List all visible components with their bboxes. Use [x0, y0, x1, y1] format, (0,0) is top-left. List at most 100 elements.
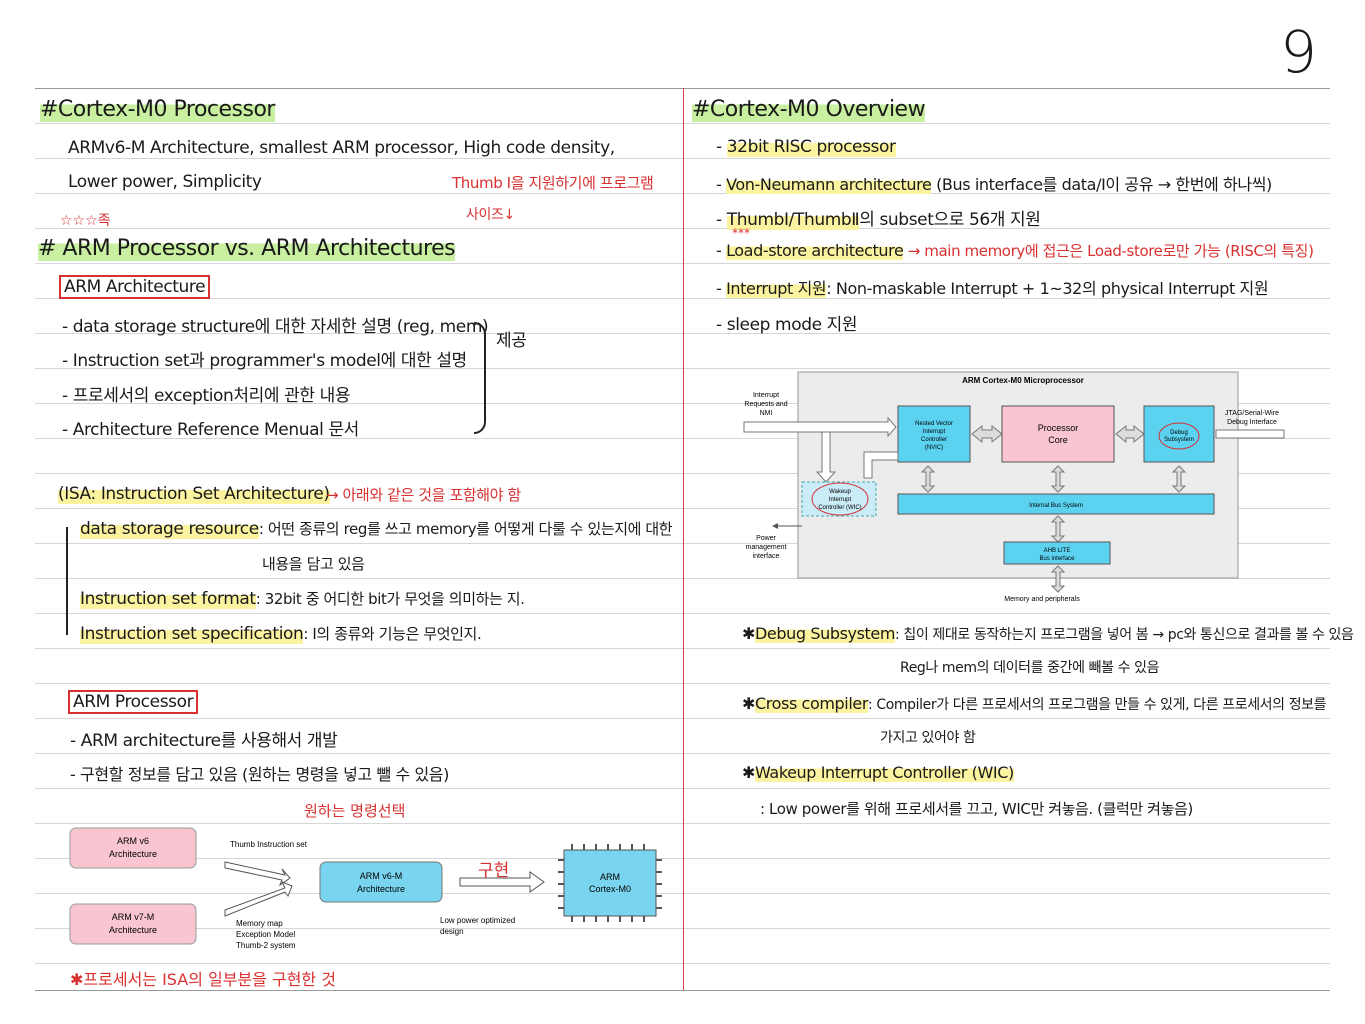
isa-title: (ISA: Instruction Set Architecture) — [58, 484, 330, 504]
intro-line-2: Lower power, Simplicity — [68, 172, 262, 192]
debug-label-1: Debug — [1170, 430, 1188, 436]
processor-core-box — [1001, 405, 1115, 463]
overview-item-3: - ThumbⅠ/ThumbⅡ의 subset으로 56개 지원 — [716, 210, 1041, 230]
mem-label-3: Thumb-2 system — [236, 941, 296, 950]
ruled-line — [35, 543, 1330, 544]
memory-label: Memory and peripherals — [1004, 596, 1080, 603]
arch-diagram: ARM v6 Architecture ARM v7-M Architectur… — [69, 827, 662, 950]
nvic-bus-arrow — [920, 465, 936, 493]
arm-v6m-box — [319, 861, 443, 903]
debug-label-2: Subsystem — [1164, 437, 1194, 443]
arch-brace — [474, 322, 486, 434]
cortex-m0-block-diagram: ARM Cortex-M0 Microprocessor Interrupt R… — [743, 371, 1285, 603]
arm-v6m-label2: Architecture — [357, 884, 405, 894]
arm-v6-label2: Architecture — [109, 849, 157, 859]
ruled-line — [35, 298, 1330, 299]
mem-label-1: Memory map — [236, 919, 283, 928]
arm-v7m-label2: Architecture — [109, 925, 157, 935]
debug-circle — [1158, 422, 1200, 450]
nvic-label-1: Nested Vector — [915, 421, 953, 427]
ahb-label-1: AHB LITE — [1044, 548, 1071, 554]
arch-item-2: - Instruction set과 programmer's model에 대… — [62, 351, 467, 371]
ruled-line — [35, 788, 1330, 789]
power-label-1: Power — [756, 535, 777, 542]
core-label-1: Processor — [1038, 423, 1079, 433]
top-rule — [35, 88, 1330, 89]
ruled-line — [35, 403, 1330, 404]
arch-item-3: - 프로세서의 exception처리에 관한 내용 — [62, 386, 351, 406]
ruled-line — [35, 508, 1330, 509]
overview-item-2: - Von-Neumann architecture (Bus interfac… — [716, 175, 1272, 194]
arm-v6-box — [69, 827, 197, 869]
section-title-overview: #Cortex-M0 Overview — [692, 97, 926, 122]
center-divider — [683, 88, 684, 990]
star-note: ☆☆☆족 — [60, 213, 111, 229]
wic-label-2: Interrupt — [829, 497, 852, 503]
wic-label-1: Wakeup — [829, 489, 851, 495]
ruled-line — [35, 123, 1330, 124]
ruled-line — [35, 193, 1330, 194]
jtag-label-1: JTAG/Serial-Wire — [1225, 410, 1279, 417]
overview-item-6: - sleep mode 지원 — [716, 315, 858, 335]
ruled-line — [35, 893, 1330, 894]
overview-item-1: - 32bit RISC processor — [716, 137, 896, 157]
section-title-cortex-m0: #Cortex-M0 Processor — [40, 97, 275, 122]
ruled-line — [35, 963, 1330, 964]
power-label-2: management — [746, 544, 787, 551]
ruled-line — [35, 158, 1330, 159]
proc-box-label: ARM Processor — [68, 690, 199, 714]
internal-bus-label: Internal Bus System — [1029, 503, 1083, 509]
ruled-line — [35, 613, 1330, 614]
cortex-m0-label2: Cortex-M0 — [589, 884, 631, 894]
arch-item-4: - Architecture Reference Menual 문서 — [62, 420, 359, 440]
arm-v7m-box — [69, 903, 197, 945]
core-bus-arrow — [1050, 465, 1066, 493]
cortex-m0-label: ARM — [600, 872, 620, 882]
arch-box-label: ARM Architecture — [59, 275, 211, 299]
section-title-processor-vs-arch: # ARM Processor vs. ARM Architectures — [38, 236, 456, 261]
proc-item-2: - 구현할 정보를 담고 있음 (원하는 명령을 넣고 뺄 수 있음) — [70, 765, 449, 784]
overview-item-4: - Load-store architecture → main memory에… — [716, 241, 1314, 260]
power-label-3: interface — [753, 553, 780, 560]
overview-stars: *** — [732, 226, 750, 240]
note-debug-cont: Reg나 mem의 데이터를 중간에 빼볼 수 있음 — [900, 660, 1160, 676]
bottom-rule — [35, 990, 1330, 991]
arch-brace-label: 제공 — [496, 331, 527, 351]
proc-item-1: - ARM architecture를 사용해서 개발 — [70, 731, 338, 751]
ruled-line — [35, 263, 1330, 264]
irq-label-1: Interrupt — [753, 392, 779, 399]
arm-v7m-label: ARM v7-M — [112, 912, 155, 922]
power-arrowhead — [772, 523, 778, 529]
ruled-line — [35, 683, 1330, 684]
wic-label-3: Controller (WIC) — [818, 505, 861, 511]
mem-arrow — [224, 881, 293, 917]
isa-item-2: Instruction set format: 32bit 중 어디한 bit가… — [80, 589, 525, 609]
isa-item-3: Instruction set specification: Ⅰ의 종류와 기능… — [80, 624, 482, 644]
note-wic-desc: : Low power를 위해 프로세서를 끄고, WIC만 켜놓음. (클럭만… — [760, 800, 1193, 818]
debug-subsystem-box — [1143, 405, 1215, 463]
nvic-label-3: Controller — [921, 437, 947, 443]
nvic-to-wic-line — [863, 451, 899, 479]
footer-note: ✱프로세서는 ISA의 일부분을 구현한 것 — [70, 970, 336, 989]
ruled-line — [35, 333, 1330, 334]
note-debug: ✱Debug Subsystem: 칩이 제대로 동작하는지 프로그램을 넣어 … — [742, 624, 1354, 643]
arm-v6-label: ARM v6 — [117, 836, 149, 846]
microprocessor-title: ARM Cortex-M0 Microprocessor — [962, 376, 1084, 385]
ruled-line — [35, 753, 1330, 754]
overview-item-5: - Interrupt 지원: Non-maskable Interrupt +… — [716, 279, 1269, 298]
ruled-line — [35, 648, 1330, 649]
isa-bracket — [66, 527, 68, 635]
impl-arrow — [459, 871, 545, 893]
ahb-mem-arrow — [1050, 565, 1066, 593]
page-number: 9 — [1280, 18, 1317, 86]
nvic-label-4: (NVIC) — [925, 445, 943, 451]
low-power-label-1: Low power optimized — [440, 916, 515, 925]
isa-note: → 아래와 같은 것을 포함해야 함 — [326, 486, 521, 504]
ruled-line — [35, 928, 1330, 929]
nvic-label-2: Interrupt — [923, 429, 946, 435]
irq-to-wic-arrow — [815, 431, 837, 483]
chip-pins — [558, 844, 662, 922]
wic-circle — [811, 482, 869, 516]
ruled-line — [35, 368, 1330, 369]
intro-line-1: ARMv6-M Architecture, smallest ARM proce… — [68, 138, 615, 158]
